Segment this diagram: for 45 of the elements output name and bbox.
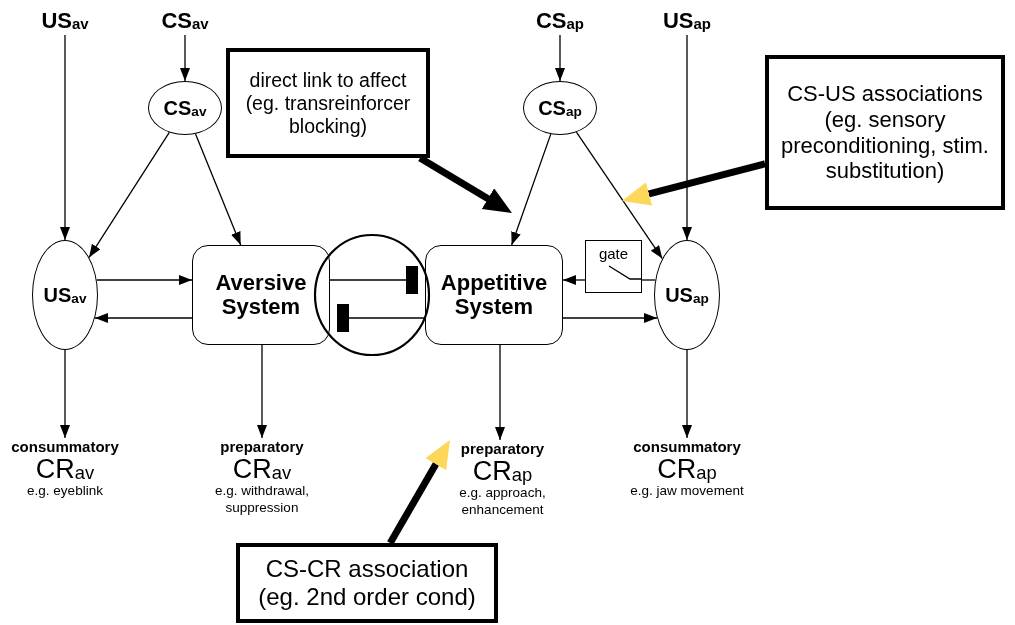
system-box bbox=[192, 245, 330, 345]
arrow bbox=[495, 344, 505, 441]
stimulus-label: CS$_{av}$ bbox=[163, 96, 207, 120]
arrow bbox=[575, 131, 663, 260]
stimulus-label: CS$_{ap}$ bbox=[538, 96, 582, 120]
arrow bbox=[257, 344, 267, 439]
response-type-label: consummatory bbox=[11, 438, 119, 455]
arrow bbox=[194, 133, 242, 246]
callout-box bbox=[236, 543, 498, 623]
stimulus-label: US$_{av}$ bbox=[43, 283, 87, 307]
arrow bbox=[96, 275, 193, 285]
callout-box bbox=[226, 48, 430, 158]
inhibitory-link bbox=[329, 266, 418, 294]
arrow bbox=[682, 34, 692, 241]
callout-text: direct link to affect (eg. transreinforcer blocking) bbox=[244, 68, 412, 138]
arrow bbox=[511, 133, 552, 246]
example-label: e.g. eyeblink bbox=[27, 483, 103, 500]
callout-box bbox=[765, 55, 1005, 210]
gate-label: gate bbox=[598, 245, 629, 262]
response-type-label: consummatory bbox=[633, 438, 741, 455]
callout-arrow bbox=[622, 160, 766, 206]
example-label: e.g. withdrawal, suppression bbox=[214, 483, 310, 516]
callout-arrow bbox=[418, 155, 512, 213]
system-label: Appetitive System bbox=[439, 270, 549, 320]
arrow bbox=[682, 349, 692, 439]
callout-arrow bbox=[387, 440, 450, 545]
callout-text: CS-US associations (eg. sensory preconditioning, stim. substitution) bbox=[780, 80, 990, 185]
arrow bbox=[180, 34, 190, 82]
example-label: e.g. jaw movement bbox=[630, 483, 744, 500]
arrow bbox=[562, 313, 658, 323]
gate-box bbox=[585, 240, 642, 293]
arrow bbox=[60, 349, 70, 439]
stimulus-label: US$_{ap}$ bbox=[665, 283, 709, 307]
response-type-label: preparatory bbox=[460, 440, 545, 457]
system-box bbox=[425, 245, 563, 345]
arrow bbox=[60, 34, 70, 241]
response-type-label: preparatory bbox=[220, 438, 304, 455]
arrow bbox=[562, 275, 586, 285]
arrow bbox=[88, 131, 170, 259]
example-label: e.g. approach, enhancement bbox=[458, 485, 547, 518]
inhibitory-link bbox=[337, 304, 426, 332]
arrow bbox=[94, 313, 193, 323]
callout-text: CS-CR association (eg. 2nd order cond) bbox=[257, 554, 477, 612]
arrow bbox=[555, 34, 565, 82]
system-label: Aversive System bbox=[214, 270, 308, 320]
